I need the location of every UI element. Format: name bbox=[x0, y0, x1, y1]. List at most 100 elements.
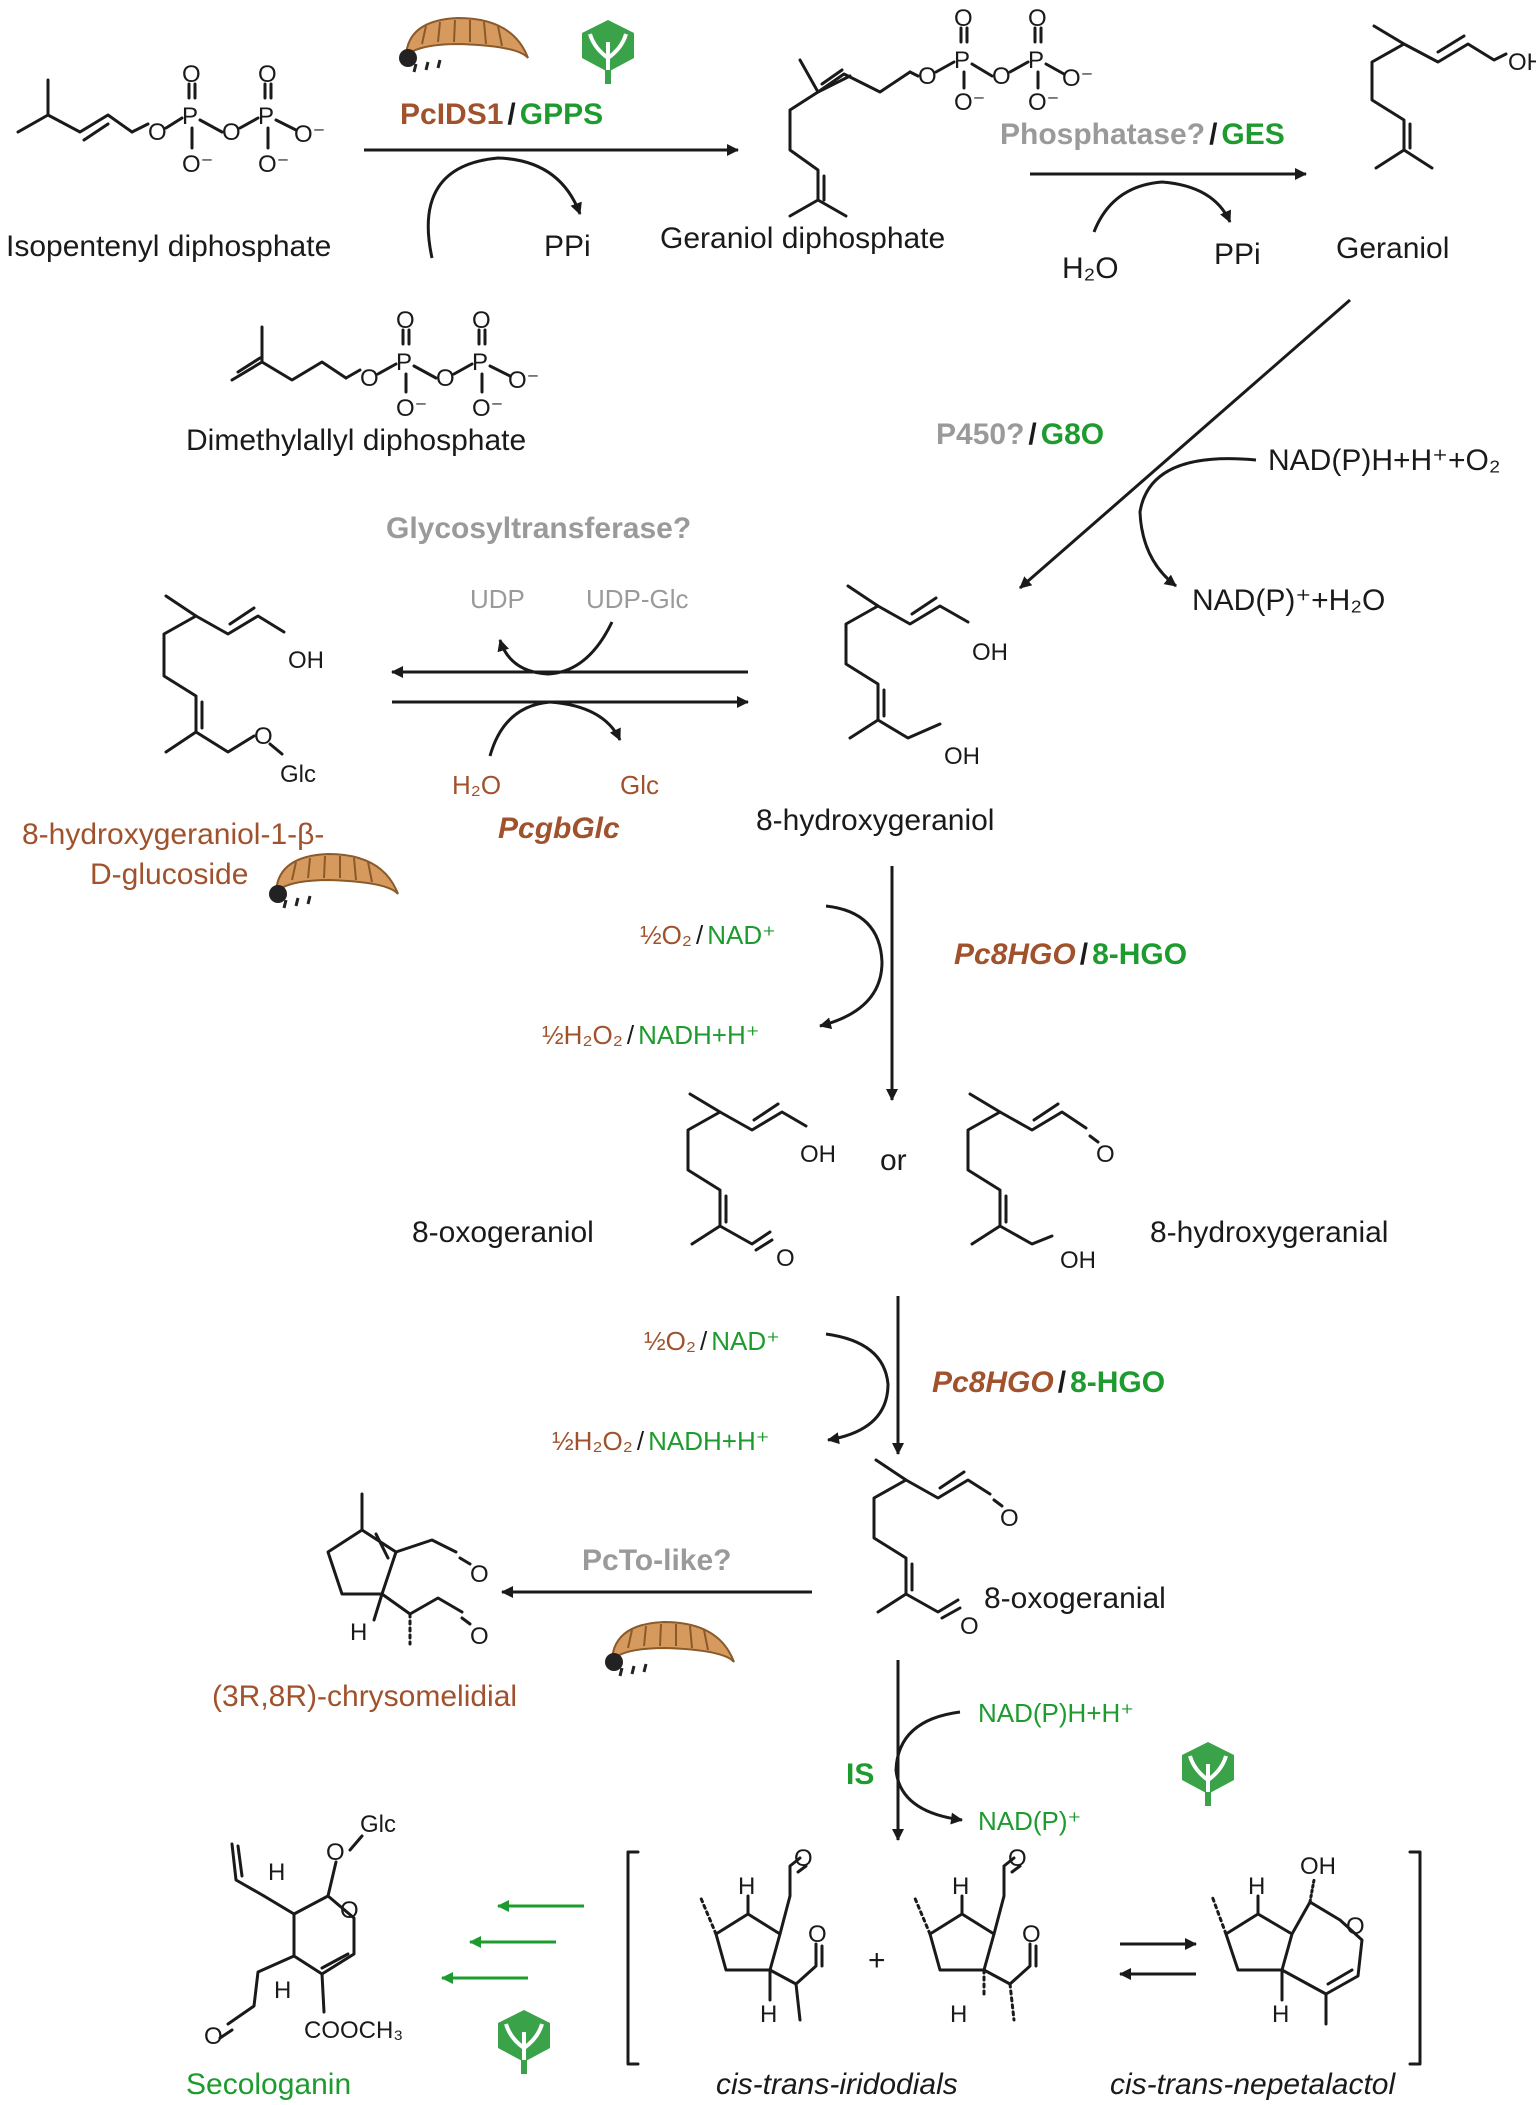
glucoside-label-1: 8-hydroxygeraniol-1-β- bbox=[22, 818, 324, 851]
atom-O: O bbox=[254, 723, 273, 750]
arrow-cofactor-glc bbox=[488, 700, 622, 757]
geraniol-label: Geraniol bbox=[1336, 232, 1449, 265]
atom-O: O bbox=[794, 1845, 813, 1872]
enzyme-is: IS bbox=[846, 1758, 874, 1791]
atom-O: O bbox=[258, 61, 277, 88]
oxogeraniol-structure: OH O bbox=[686, 1092, 836, 1272]
secologanin-label: Secologanin bbox=[186, 2068, 351, 2101]
cofactor-nadp: NAD(P)⁺ bbox=[978, 1806, 1081, 1836]
atom-COOCH3: COOCH₃ bbox=[304, 2017, 403, 2044]
atom-O: O bbox=[472, 307, 491, 334]
atom-O: O bbox=[340, 1897, 359, 1924]
atom-O: O bbox=[808, 1921, 827, 1948]
atom-O: O bbox=[1096, 1141, 1115, 1168]
atom-P: P bbox=[954, 47, 970, 74]
atom-O-minus: O⁻ bbox=[258, 151, 289, 178]
bracket-left bbox=[626, 1850, 640, 2066]
cofactor-half-o2-nad-2: ½O₂/NAD⁺ bbox=[644, 1326, 780, 1356]
oxogeraniol-label: 8-oxogeraniol bbox=[412, 1216, 594, 1249]
atom-OH: OH bbox=[1508, 49, 1536, 76]
enzyme-glycosyltransferase: Glycosyltransferase? bbox=[386, 512, 691, 545]
plus-sign: + bbox=[868, 1944, 886, 1977]
atom-O: O bbox=[960, 1613, 979, 1640]
arrow-cofactor-ppi bbox=[426, 156, 582, 259]
arrow-step3 bbox=[1019, 298, 1351, 590]
atom-O: O bbox=[222, 119, 241, 146]
atom-O-minus: O⁻ bbox=[396, 395, 427, 422]
atom-O-minus: O⁻ bbox=[954, 89, 985, 116]
atom-O: O bbox=[360, 365, 379, 392]
hydroxygeraniol-label: 8-hydroxygeraniol bbox=[756, 804, 994, 837]
cofactor-nadph: NAD(P)H+H⁺ bbox=[978, 1698, 1134, 1728]
cofactor-h2o2-nadh-2: ½H₂O₂/NADH+H⁺ bbox=[552, 1426, 769, 1456]
atom-O: O bbox=[776, 1245, 795, 1272]
atom-OH: OH bbox=[1060, 1247, 1096, 1274]
atom-OH: OH bbox=[972, 639, 1008, 666]
geraniol-structure: OH bbox=[1370, 24, 1536, 170]
atom-H: H bbox=[1248, 1873, 1265, 1900]
secologanin-structure: O O Glc H O H COOCH₃ bbox=[204, 1811, 403, 2050]
cofactor-ppi: PPi bbox=[544, 230, 591, 263]
atom-O: O bbox=[1008, 1845, 1027, 1872]
atom-O: O bbox=[1000, 1505, 1019, 1532]
atom-O: O bbox=[1028, 5, 1047, 32]
atom-H: H bbox=[950, 2001, 967, 2028]
bracket-right bbox=[1408, 1850, 1422, 2066]
atom-H: H bbox=[268, 1859, 285, 1886]
cofactor-ppi-2: PPi bbox=[1214, 238, 1261, 271]
hydroxygeranial-label: 8-hydroxygeranial bbox=[1150, 1216, 1388, 1249]
dmapp-label: Dimethylallyl diphosphate bbox=[186, 424, 526, 457]
hydroxygeranial-structure: O OH bbox=[966, 1092, 1115, 1274]
atom-O: O bbox=[326, 1839, 345, 1866]
arrow-cofactor-nadph-o2 bbox=[1138, 457, 1257, 588]
atom-O: O bbox=[182, 61, 201, 88]
hydroxygeraniol-structure: OH OH bbox=[844, 584, 1008, 770]
enzyme-pcto-like: PcTo-like? bbox=[582, 1544, 731, 1577]
oxogeranial-structure: O O bbox=[872, 1458, 1019, 1640]
atom-H: H bbox=[274, 1977, 291, 2004]
cofactor-h2o2-nadh-1: ½H₂O₂/NADH+H⁺ bbox=[542, 1020, 759, 1050]
atom-P: P bbox=[258, 103, 274, 130]
or-label: or bbox=[880, 1144, 907, 1177]
arrow-cofactor-h2o bbox=[1092, 180, 1232, 233]
larva-icon bbox=[267, 852, 400, 910]
atom-O: O bbox=[470, 1623, 489, 1650]
atom-H: H bbox=[350, 1619, 367, 1646]
nepetalactol-structure: H O OH H bbox=[1210, 1853, 1365, 2028]
iridodials-label: cis-trans-iridodials bbox=[716, 2068, 958, 2101]
atom-O-minus: O⁻ bbox=[1062, 65, 1093, 92]
iridodial-2-structure: H O O H bbox=[912, 1845, 1041, 2028]
glucoside-label-2: D-glucoside bbox=[90, 858, 248, 891]
atom-O-minus: O⁻ bbox=[182, 151, 213, 178]
plant-icon bbox=[496, 2008, 552, 2076]
larva-icon bbox=[603, 1620, 736, 1678]
arrow-cofactor-udp-glc bbox=[497, 621, 614, 676]
atom-O-minus: O⁻ bbox=[1028, 89, 1059, 116]
oxogeranial-label: 8-oxogeranial bbox=[984, 1582, 1166, 1615]
atom-O: O bbox=[992, 63, 1011, 90]
chrysomelidial-structure: O H O bbox=[326, 1492, 489, 1650]
atom-H: H bbox=[952, 1873, 969, 1900]
atom-O: O bbox=[1346, 1913, 1365, 1940]
enzyme-phosphatase-ges: Phosphatase?/GES bbox=[1000, 118, 1285, 151]
arrow-cofactor-is bbox=[894, 1710, 963, 1825]
atom-O-minus: O⁻ bbox=[472, 395, 503, 422]
atom-O: O bbox=[470, 1561, 489, 1588]
gpp-structure: O P O O⁻ O P O O⁻ O⁻ bbox=[788, 5, 1093, 218]
atom-O: O bbox=[954, 5, 973, 32]
cofactor-h2o: H₂O bbox=[1062, 252, 1119, 285]
cofactor-h2o-hydrolysis: H₂O bbox=[452, 770, 501, 800]
atom-OH: OH bbox=[288, 647, 324, 674]
atom-Glc: Glc bbox=[280, 761, 316, 788]
atom-Glc: Glc bbox=[360, 1811, 396, 1838]
plant-icon bbox=[580, 18, 636, 86]
plant-icon bbox=[1180, 1740, 1236, 1808]
atom-P: P bbox=[1028, 47, 1044, 74]
cofactor-udp-glc: UDP-Glc bbox=[586, 584, 689, 614]
enzyme-pcgbglc: PcgbGlc bbox=[498, 812, 620, 845]
cofactor-nadph-o2: NAD(P)H+H⁺+O₂ bbox=[1268, 444, 1501, 477]
arrow-cofactor-hgo-1 bbox=[819, 904, 884, 1030]
ipp-structure: O P O O⁻ O P O O⁻ O⁻ bbox=[16, 61, 325, 178]
atom-OH: OH bbox=[1300, 1853, 1336, 1880]
